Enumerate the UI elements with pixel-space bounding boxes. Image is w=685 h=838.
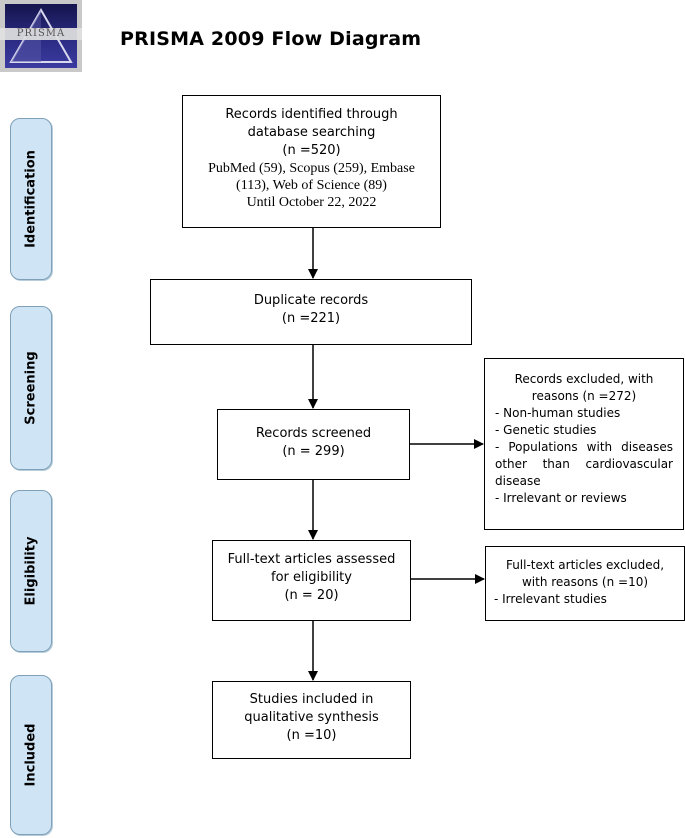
box-text: Records excluded, with: [514, 372, 654, 386]
box-text: Studies included in: [249, 692, 374, 707]
duplicate-records-box: Duplicate records (n =221): [150, 279, 472, 345]
stage-eligibility: Eligibility: [10, 490, 52, 652]
box-text: Full-text articles excluded,: [505, 558, 665, 572]
box-text: for eligibility: [271, 570, 352, 585]
records-excluded-box: Records excluded, with reasons (n =272) …: [484, 358, 684, 530]
box-text: with reasons (n =10): [521, 575, 649, 589]
list-item: - Irrelevant or reviews: [495, 491, 627, 505]
box-text: reasons (n =272): [531, 389, 637, 403]
stage-identification: Identification: [10, 118, 52, 280]
box-text: Full-text articles assessed: [227, 552, 396, 567]
box-count: (n = 20): [284, 588, 339, 603]
prisma-logo: PRISMA: [0, 0, 82, 72]
list-item: - Irrelevant studies: [494, 592, 607, 606]
box-count: (n =10): [286, 728, 337, 743]
records-screened-box: Records screened (n = 299): [217, 409, 410, 480]
logo-text: PRISMA: [0, 28, 82, 40]
list-item: - Populations with diseases: [495, 440, 673, 454]
page-title: PRISMA 2009 Flow Diagram: [120, 28, 422, 50]
box-text: database searching: [247, 125, 376, 140]
box-text: Duplicate records: [253, 293, 369, 308]
fulltext-excluded-box: Full-text articles excluded, with reason…: [485, 546, 685, 621]
box-count: (n = 299): [282, 444, 345, 459]
box-text: PubMed (59), Scopus (259), Embase: [208, 161, 415, 176]
stage-included: Included: [10, 675, 52, 835]
list-item: other than cardiovascular: [495, 457, 673, 471]
records-identified-box: Records identified through database sear…: [182, 95, 441, 228]
box-text: qualitative synthesis: [244, 710, 379, 725]
box-text: Records screened: [255, 426, 372, 441]
fulltext-assessed-box: Full-text articles assessed for eligibil…: [212, 540, 411, 621]
box-text: (113), Web of Science (89): [236, 178, 387, 193]
studies-included-box: Studies included in qualitative synthesi…: [212, 681, 411, 759]
box-count: (n =221): [281, 311, 341, 326]
box-text: Records identified through: [225, 107, 398, 122]
stage-screening: Screening: [10, 306, 52, 470]
box-count: (n =520): [282, 143, 341, 158]
list-item: - Non-human studies: [495, 406, 621, 420]
box-text: Until October 22, 2022: [246, 195, 377, 210]
list-item: - Genetic studies: [495, 423, 597, 437]
list-item: disease: [495, 474, 541, 488]
